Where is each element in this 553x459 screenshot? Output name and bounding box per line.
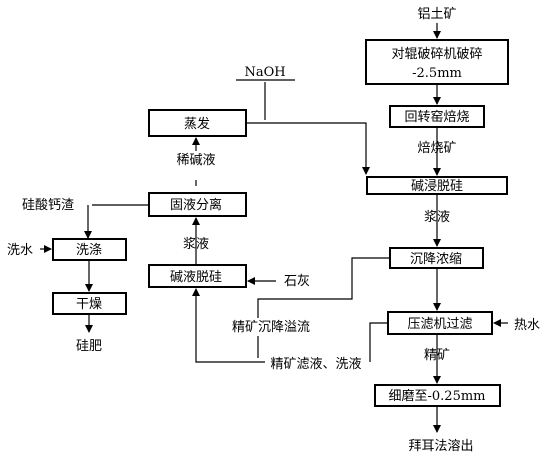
filtrate-line (369, 322, 388, 362)
alkali-leach-label: 碱浸脱硅 (411, 179, 463, 194)
wash-box: 洗涤 (52, 238, 127, 261)
overflow-label: 精矿沉降溢流 (232, 320, 310, 335)
evaporate-box: 蒸发 (148, 109, 247, 137)
dry-label: 干燥 (76, 297, 102, 312)
kiln-label: 回转窑焙烧 (404, 109, 469, 125)
wash-label: 洗涤 (76, 243, 102, 258)
calcium-silicate-label: 硅酸钙渣 (22, 198, 74, 213)
grind-label: 细磨至-0.25mm (389, 389, 486, 404)
bauxite-label: 铝土矿 (417, 7, 456, 22)
arrow-return-desil (192, 288, 265, 363)
bayer-label: 拜耳法溶出 (408, 439, 473, 454)
grind-box: 细磨至-0.25mm (374, 384, 501, 407)
crush-box: 对辊破碎机破碎 -2.5mm (365, 39, 509, 85)
settle-box: 沉降浓缩 (389, 247, 484, 269)
sl-separate-box: 固液分离 (148, 192, 247, 217)
filter-label: 压滤机过滤 (407, 317, 472, 332)
sl-separate-label: 固液分离 (170, 197, 222, 213)
settle-label: 沉降浓缩 (410, 251, 462, 267)
overflow-line (257, 257, 390, 318)
size-label: -2.5mm (412, 66, 462, 81)
lime-label: 石灰 (284, 274, 310, 289)
dilute-alkali-label: 稀碱液 (176, 153, 215, 168)
alkali-leach-box: 碱浸脱硅 (366, 176, 508, 195)
silicon-fertilizer-label: 硅肥 (76, 339, 102, 354)
kiln-box: 回转窑焙烧 (389, 105, 485, 128)
crush-label: 对辊破碎机破碎 (391, 47, 482, 62)
alk-desil-box: 碱液脱硅 (148, 264, 247, 288)
evaporate-label: 蒸发 (184, 116, 210, 132)
naoh-label: NaOH (244, 65, 285, 80)
arrow-evaporate-leach (247, 122, 370, 175)
dry-box: 干燥 (52, 292, 127, 315)
wash-water-label: 洗水 (7, 243, 33, 258)
alk-desil-label: 碱液脱硅 (170, 270, 222, 285)
filter-box: 压滤机过滤 (387, 311, 493, 335)
filtrate-label: 精矿滤液、洗液 (270, 357, 361, 372)
hot-water-label: 热水 (514, 318, 540, 333)
